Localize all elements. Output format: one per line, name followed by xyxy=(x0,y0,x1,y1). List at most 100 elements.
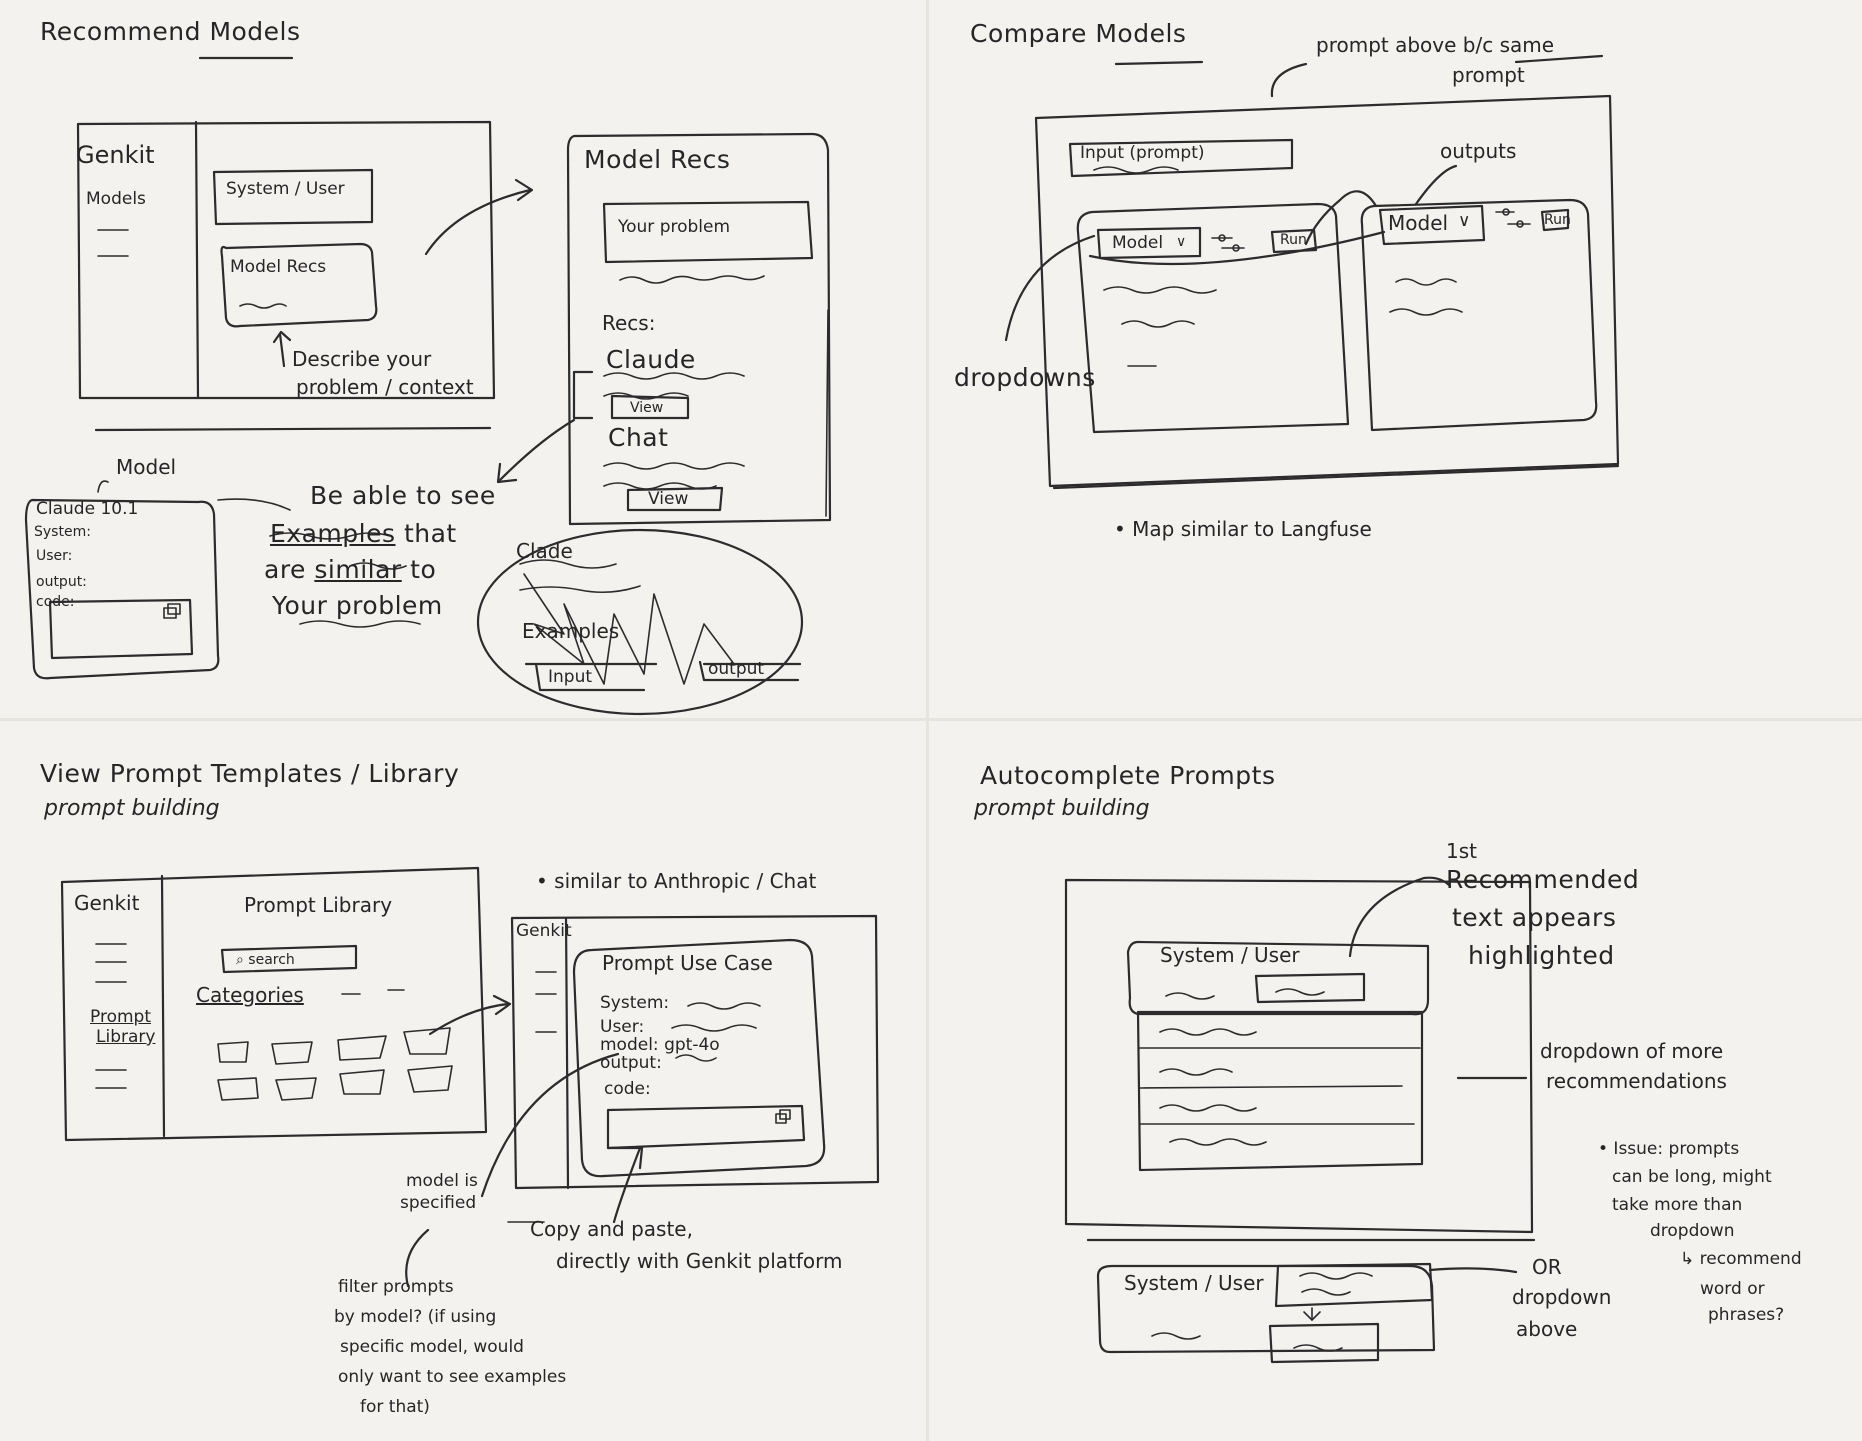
chat-view-box xyxy=(626,486,724,512)
scribble-input: Input xyxy=(548,667,593,687)
nav-item-prompt[interactable]: Prompt xyxy=(90,1007,151,1027)
left-model-dropdown xyxy=(1096,226,1202,260)
filter-note-4: only want to see examples xyxy=(338,1367,567,1387)
suggestion-popup xyxy=(1274,1262,1434,1308)
anthropic-bullet: • similar to Anthropic / Chat xyxy=(536,869,817,893)
model-recs-label[interactable]: Model Recs xyxy=(230,257,327,277)
dropdown-note-2: recommendations xyxy=(1546,1069,1727,1093)
rec-claude: Claude xyxy=(606,345,696,374)
bottom-inline-box xyxy=(1268,1322,1380,1364)
autocomplete-subtitle: prompt building xyxy=(974,796,1150,821)
see-note-line4: Your problem xyxy=(272,591,443,620)
rec-chat-view-button[interactable]: View xyxy=(648,489,689,509)
detail-code: code: xyxy=(604,1079,651,1099)
or-note-1: OR xyxy=(1532,1255,1562,1279)
compare-title-a: Compare xyxy=(970,19,1087,48)
left-model-chevron: ∨ xyxy=(1176,234,1187,250)
library-subtitle: prompt building xyxy=(44,796,220,821)
rec-claude-view-button[interactable]: View xyxy=(630,400,664,416)
model-card-select[interactable]: Claude 10.1 xyxy=(36,499,139,519)
copy-note-1: Copy and paste, xyxy=(530,1217,693,1241)
filter-note-5: for that) xyxy=(360,1397,430,1417)
recommended-note-4: highlighted xyxy=(1468,941,1615,970)
detail-user: User: xyxy=(600,1017,645,1037)
recommend-note-2: word or xyxy=(1700,1279,1765,1299)
recommend-title-b: Models xyxy=(209,17,301,46)
see-note-line2: Examples that xyxy=(270,519,457,549)
categories-label: Categories xyxy=(196,983,304,1007)
recs-label: Recs: xyxy=(602,311,656,335)
see-note-similar: similar xyxy=(314,555,402,584)
dropdowns-note: dropdowns xyxy=(954,363,1096,392)
detail-model: model: gpt-4o xyxy=(600,1035,720,1055)
right-output-panel xyxy=(1360,198,1598,432)
your-problem-box xyxy=(602,200,814,264)
model-recs-box xyxy=(220,242,378,328)
issue-note-1: • Issue: prompts xyxy=(1598,1139,1740,1159)
see-note-that: that xyxy=(403,519,457,548)
library-frame xyxy=(60,866,488,1142)
right-run-button xyxy=(1540,208,1570,232)
filter-note-3: specific model, would xyxy=(340,1337,524,1357)
model-card-system: System: xyxy=(34,524,91,540)
dropdown-note-1: dropdown of more xyxy=(1540,1039,1724,1063)
prompt-above-note-1: prompt above b/c same xyxy=(1316,33,1555,57)
panel-title: Model Recs xyxy=(584,145,731,174)
recommend-title-a: Recommend xyxy=(40,17,201,46)
recommended-note-1: 1st xyxy=(1446,839,1477,863)
search-label[interactable]: ⌕ search xyxy=(236,952,295,968)
library-heading: Prompt Library xyxy=(244,893,393,917)
input-prompt-label[interactable]: Input (prompt) xyxy=(1080,143,1205,163)
autocomplete-title: Autocomplete Prompts xyxy=(980,761,1276,790)
library-brand: Genkit xyxy=(74,891,140,915)
describe-note-2: problem / context xyxy=(296,375,474,399)
your-problem-label[interactable]: Your problem xyxy=(618,217,731,237)
model-card-output: output: xyxy=(36,574,87,590)
model-card-code: code: xyxy=(36,594,75,610)
right-run-label[interactable]: Run xyxy=(1544,212,1571,228)
nav-item-models[interactable]: Models xyxy=(86,189,146,209)
code-box xyxy=(606,1104,806,1150)
library-detail-frame xyxy=(510,914,880,1190)
rec-chat: Chat xyxy=(608,423,669,452)
see-note-line3: are similar to xyxy=(264,555,437,585)
detail-output: output: xyxy=(600,1053,662,1073)
right-model-label[interactable]: Model xyxy=(1388,211,1449,235)
search-box xyxy=(220,944,358,974)
scribble-claude: Clade xyxy=(516,539,573,563)
scribble-examples: Examples xyxy=(522,619,620,643)
frame-base-line xyxy=(94,426,492,432)
or-note-2: dropdown xyxy=(1512,1285,1612,1309)
system-user-input-top xyxy=(1126,940,1430,1016)
filter-note-1: filter prompts xyxy=(338,1277,454,1297)
detail-brand: Genkit xyxy=(516,921,572,941)
model-note-2: specified xyxy=(400,1193,477,1213)
recommend-note-3: phrases? xyxy=(1708,1305,1785,1325)
left-output-panel xyxy=(1076,202,1350,434)
see-note-to: to xyxy=(410,555,437,584)
system-user-top-label[interactable]: System / User xyxy=(1160,943,1300,967)
library-title: View Prompt Templates / Library xyxy=(40,759,460,788)
left-run-label[interactable]: Run xyxy=(1280,232,1307,248)
left-model-label[interactable]: Model xyxy=(1112,233,1164,253)
model-card xyxy=(24,498,220,680)
search-icon: ⌕ xyxy=(236,952,244,968)
model-card-title: Model xyxy=(116,455,177,479)
category-tiles xyxy=(217,1027,453,1101)
recommend-note-1: ↳ recommend xyxy=(1680,1249,1802,1269)
system-user-label[interactable]: System / User xyxy=(226,179,345,199)
claude-view-box xyxy=(610,394,690,420)
copy-note-2: directly with Genkit platform xyxy=(556,1249,843,1273)
horizontal-divider xyxy=(0,718,1862,721)
system-user-bottom-label[interactable]: System / User xyxy=(1124,1271,1264,1295)
nav-item-library[interactable]: Library xyxy=(96,1027,156,1047)
see-note-line1: Be able to see xyxy=(310,481,496,510)
compare-title: Compare Models xyxy=(970,19,1186,49)
model-note-1: model is xyxy=(406,1171,478,1191)
recommendation-dropdown xyxy=(1136,1010,1424,1172)
prompt-use-case-card xyxy=(572,938,826,1178)
input-prompt-box xyxy=(1068,138,1294,178)
outputs-note: outputs xyxy=(1440,139,1517,163)
model-recs-panel xyxy=(566,132,832,526)
